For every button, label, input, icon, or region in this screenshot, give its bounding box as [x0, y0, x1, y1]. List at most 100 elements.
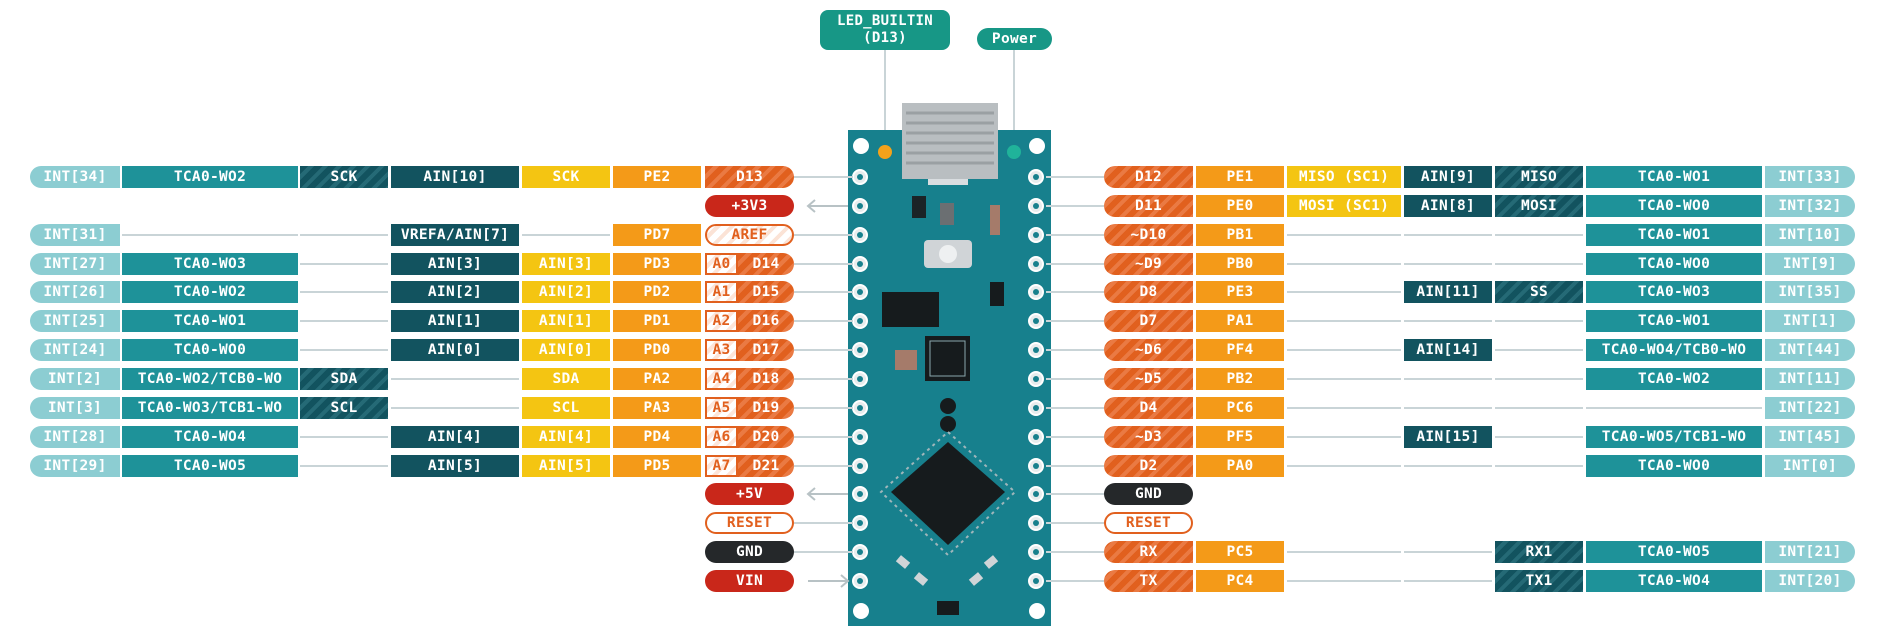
connector-line	[1046, 263, 1104, 265]
pin-pad-hole	[1033, 261, 1039, 267]
comm-label: TX1	[1495, 570, 1583, 592]
pin-pad-hole	[857, 405, 863, 411]
connector-line	[1046, 349, 1104, 351]
connector-line	[1404, 378, 1492, 380]
connector-line	[391, 378, 519, 380]
pin-pad-hole	[857, 520, 863, 526]
timer-label: TCA0-WO5/TCB1-WO	[1586, 426, 1762, 448]
analog-pin-label: A3	[705, 339, 738, 361]
interrupt-label: INT[10]	[1765, 224, 1855, 246]
pin-pad-hole	[1033, 491, 1039, 497]
comm-label: SDA	[300, 368, 388, 390]
connector-line	[1287, 378, 1401, 380]
digital-pin-label: D11	[1104, 195, 1193, 217]
connector-line	[794, 465, 853, 467]
digital-pin-label: ~D10	[1104, 224, 1193, 246]
interrupt-label: INT[28]	[30, 426, 120, 448]
connector-line	[1287, 580, 1401, 582]
connector-line	[1046, 407, 1104, 409]
digital-pin-label: TX	[1104, 570, 1193, 592]
ain-register-label: AIN[10]	[391, 166, 519, 188]
connector-line	[794, 436, 853, 438]
connector-line	[1287, 263, 1401, 265]
analog-pin-label: A4	[705, 368, 738, 390]
timer-label: TCA0-WO4/TCB0-WO	[1586, 339, 1762, 361]
pin-pad-hole	[857, 491, 863, 497]
comm-label: RX1	[1495, 541, 1583, 563]
alt-function-label: AIN[2]	[522, 281, 610, 303]
port-label: PE2	[613, 166, 701, 188]
connector-line	[1495, 407, 1583, 409]
digital-pin-label: D13	[705, 166, 794, 188]
connector-line	[1404, 551, 1492, 553]
interrupt-label: INT[26]	[30, 281, 120, 303]
pin-pad-hole	[1033, 578, 1039, 584]
ain-register-label: AIN[11]	[1404, 281, 1492, 303]
ain-register-label: AIN[2]	[391, 281, 519, 303]
connector-line	[300, 436, 388, 438]
interrupt-label: INT[24]	[30, 339, 120, 361]
connector-line	[1404, 263, 1492, 265]
interrupt-label: INT[33]	[1765, 166, 1855, 188]
connector-line	[1287, 234, 1401, 236]
alt-function-label: MISO (SC1)	[1287, 166, 1401, 188]
pin-label-vin: VIN	[705, 570, 794, 592]
pin-label-3v3: +3V3	[705, 195, 794, 217]
connector-line	[794, 291, 853, 293]
pin-pad-hole	[857, 549, 863, 555]
digital-pin-label: RX	[1104, 541, 1193, 563]
alt-function-label: AIN[0]	[522, 339, 610, 361]
ain-register-label: AIN[5]	[391, 455, 519, 477]
interrupt-label: INT[32]	[1765, 195, 1855, 217]
comm-label: SCK	[300, 166, 388, 188]
port-label: PD5	[613, 455, 701, 477]
pin-pad-hole	[1033, 520, 1039, 526]
connector-line	[300, 291, 388, 293]
port-label: PA0	[1196, 455, 1284, 477]
timer-label: TCA0-WO3/TCB1-WO	[122, 397, 298, 419]
comm-label: SS	[1495, 281, 1583, 303]
connector-line	[1287, 320, 1401, 322]
connector-line	[1046, 522, 1104, 524]
analog-pin-label: A7	[705, 455, 738, 477]
connector-line	[1287, 349, 1401, 351]
digital-pin-label: ~D5	[1104, 368, 1193, 390]
pin-pad-hole	[857, 376, 863, 382]
ain-register-label: AIN[14]	[1404, 339, 1492, 361]
digital-pin-label: D20	[738, 426, 794, 448]
port-label: PA1	[1196, 310, 1284, 332]
pin-pad-hole	[1033, 203, 1039, 209]
connector-line	[1046, 378, 1104, 380]
timer-label: TCA0-WO2/TCB0-WO	[122, 368, 298, 390]
pin-pad-hole	[1033, 376, 1039, 382]
digital-pin-label: D15	[738, 281, 794, 303]
interrupt-label: INT[20]	[1765, 570, 1855, 592]
connector-line	[1046, 176, 1104, 178]
connector-line	[1586, 407, 1762, 409]
connector-line	[794, 176, 853, 178]
digital-pin-label: D8	[1104, 281, 1193, 303]
pin-pad-hole	[857, 463, 863, 469]
interrupt-label: INT[0]	[1765, 455, 1855, 477]
port-label: PE0	[1196, 195, 1284, 217]
interrupt-label: INT[34]	[30, 166, 120, 188]
pin-pads	[852, 169, 1044, 589]
connector-line	[1495, 349, 1583, 351]
digital-pin-label: D12	[1104, 166, 1193, 188]
interrupt-label: INT[2]	[30, 368, 120, 390]
timer-label: TCA0-WO1	[1586, 224, 1762, 246]
connector-line	[1404, 465, 1492, 467]
timer-label: TCA0-WO1	[1586, 166, 1762, 188]
pin-label-gnd: GND	[705, 541, 794, 563]
alt-function-label: AIN[1]	[522, 310, 610, 332]
digital-pin-label: D2	[1104, 455, 1193, 477]
digital-pin-label: D7	[1104, 310, 1193, 332]
analog-pin-label: A1	[705, 281, 738, 303]
analog-pin-label: A0	[705, 253, 738, 275]
connector-line	[1404, 407, 1492, 409]
connector-line	[1404, 234, 1492, 236]
ain-register-label: AIN[3]	[391, 253, 519, 275]
port-label: PF5	[1196, 426, 1284, 448]
connector-line	[1287, 291, 1401, 293]
